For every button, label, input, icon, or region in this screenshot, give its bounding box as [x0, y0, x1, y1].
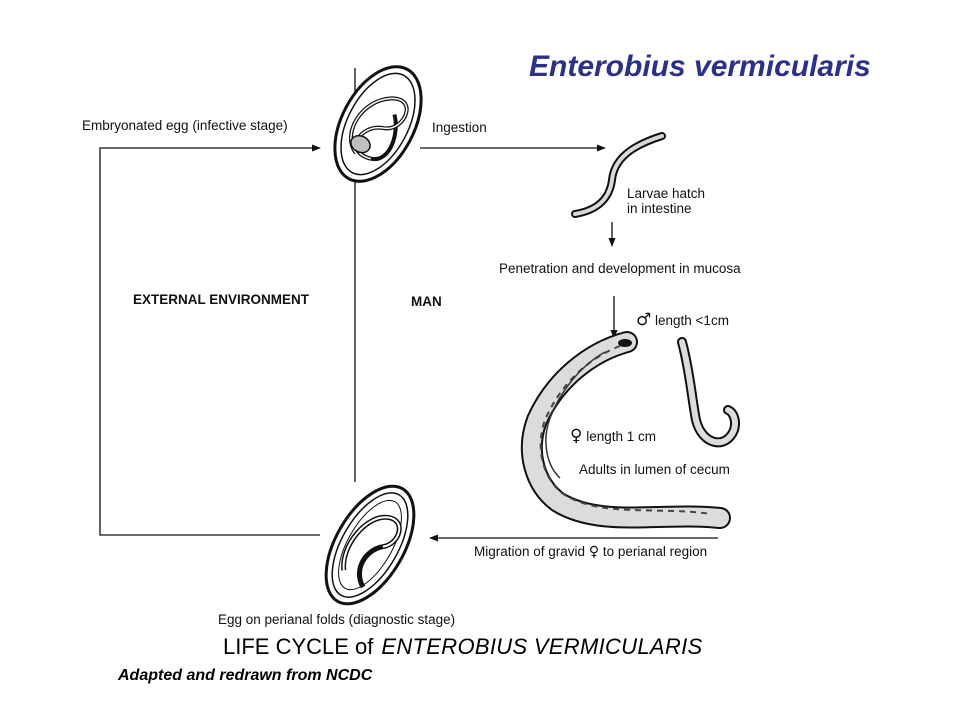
man-label: MAN [411, 294, 442, 309]
penetration-label: Penetration and development in mucosa [499, 261, 741, 276]
caption-species: ENTEROBIUS VERMICULARIS [381, 634, 703, 659]
external-environment-label: EXTERNAL ENVIRONMENT [133, 292, 310, 307]
male-worm-icon [677, 337, 741, 448]
ingestion-label: Ingestion [432, 120, 487, 135]
migration-text-2: to perianal region [602, 544, 708, 559]
page-title: Enterobius vermicularis [529, 50, 871, 83]
male-symbol: ♂ [636, 310, 652, 330]
caption-prefix: LIFE CYCLE of [223, 634, 374, 659]
caption-source: Adapted and redrawn from NCDC [118, 667, 373, 684]
larvae-hatch-label-line2: in intestine [627, 201, 692, 216]
female-length-text: length 1 cm [586, 429, 657, 444]
female-worm-icon [520, 331, 731, 529]
migration-text-1: Migration of gravid [474, 544, 586, 559]
embryonated-egg-icon [333, 65, 423, 183]
male-length-label: ♂ length <1cm [636, 311, 729, 330]
migration-symbol: ♀ [588, 544, 600, 560]
female-length-label: ♀ length 1 cm [570, 427, 656, 446]
larva-icon [571, 132, 666, 218]
female-symbol: ♀ [570, 426, 583, 446]
perianal-egg-icon [324, 484, 416, 606]
larvae-hatch-label-line1: Larvae hatch [627, 186, 706, 201]
embryonated-egg-label: Embryonated egg (infective stage) [82, 118, 288, 133]
caption-title: LIFE CYCLE of ENTEROBIUS VERMICULARIS [223, 634, 702, 660]
migration-label: Migration of gravid ♀ to perianal region [474, 544, 708, 560]
egg-perianal-label: Egg on perianal folds (diagnostic stage) [218, 612, 456, 627]
male-length-text: length <1cm [655, 313, 729, 328]
external-cycle-line [99, 144, 321, 536]
adults-label: Adults in lumen of cecum [579, 462, 730, 477]
